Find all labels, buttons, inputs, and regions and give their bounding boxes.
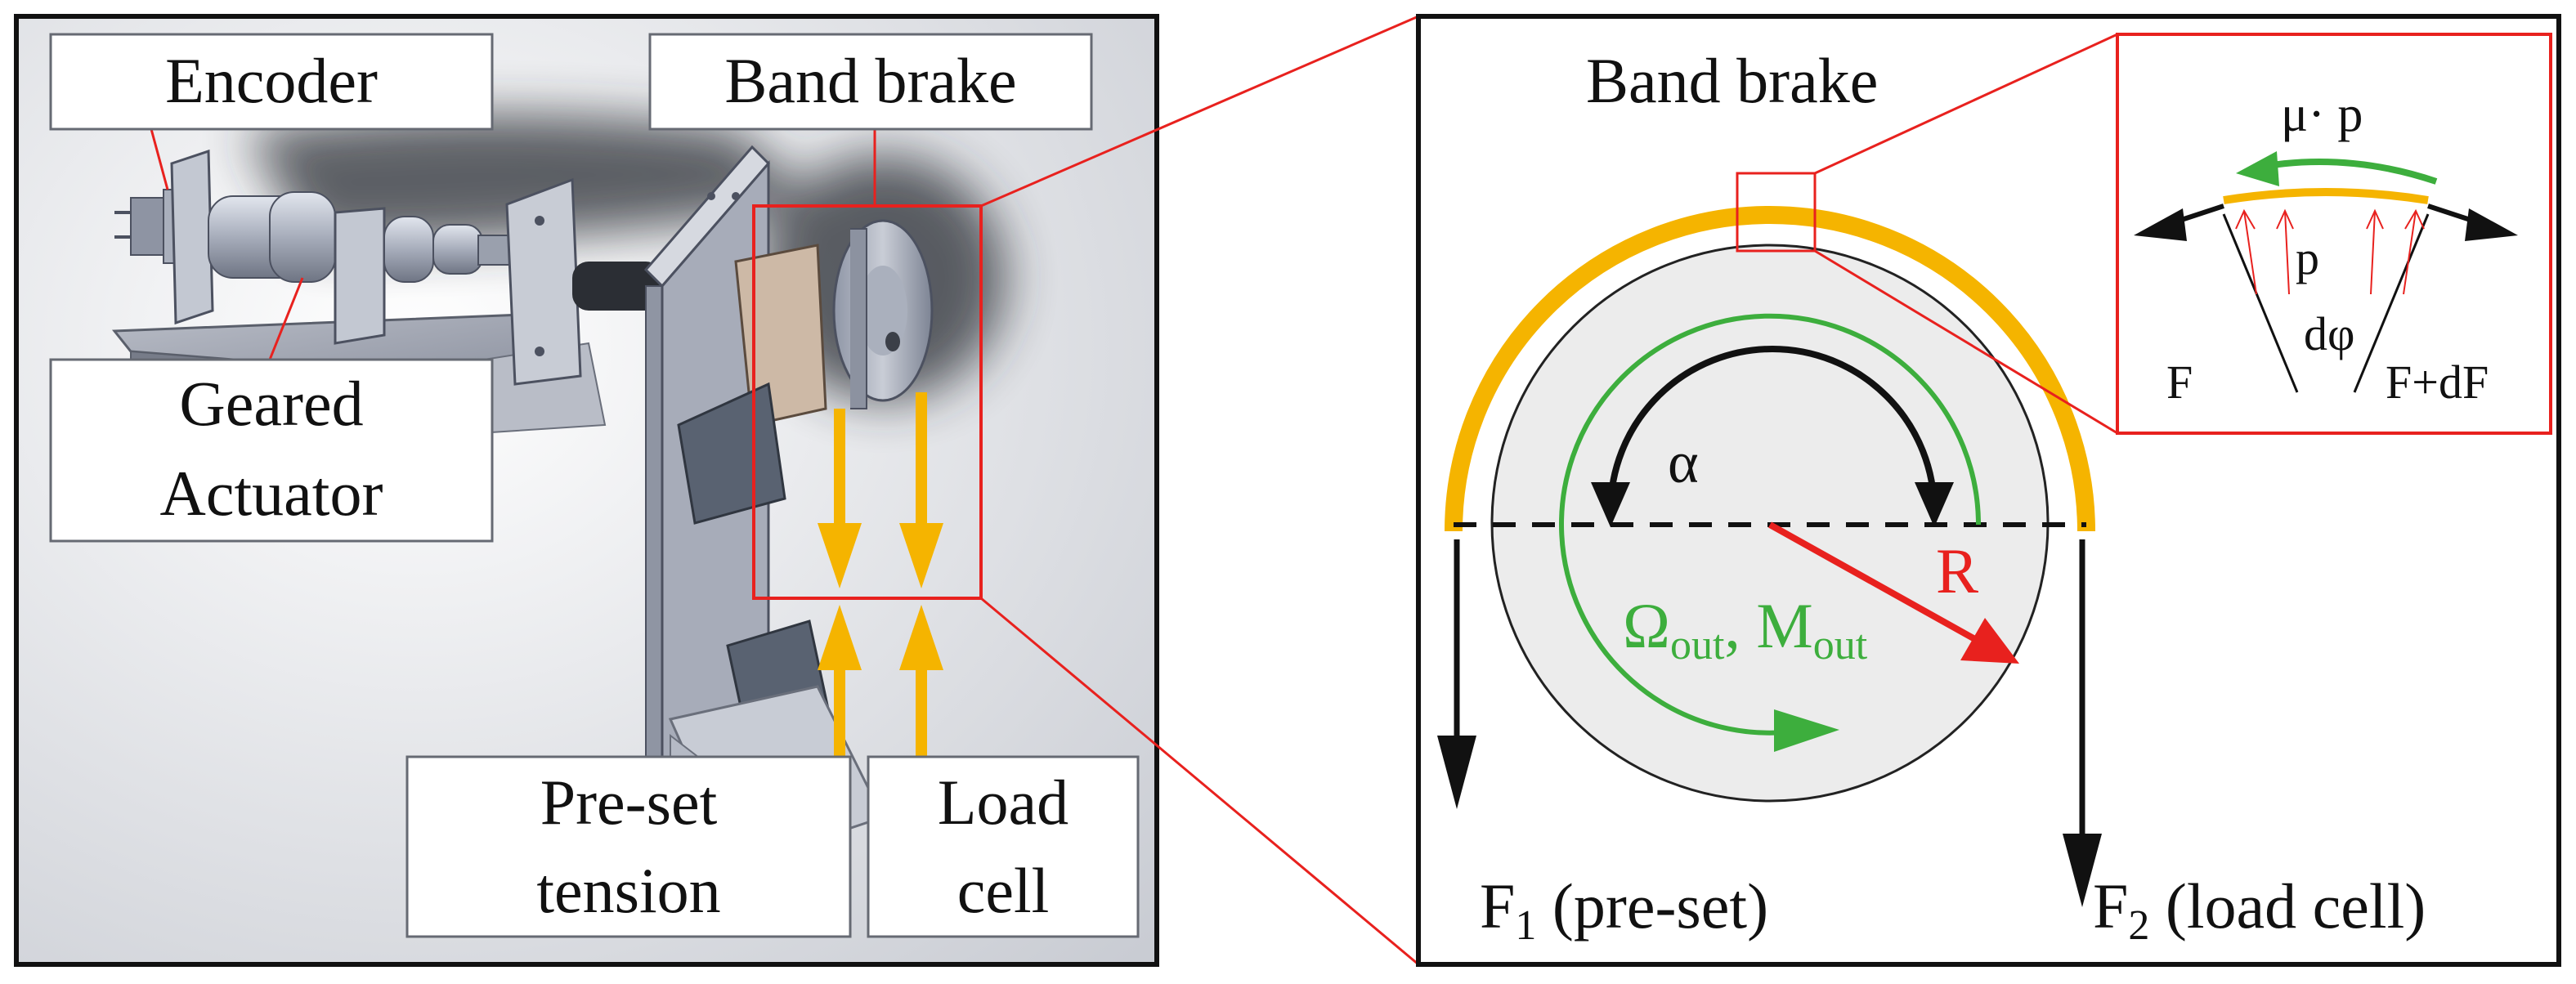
f-plus-df-label: F+dF [2386,356,2489,409]
brake-band [1445,206,2095,532]
radius-arrow [1768,521,1988,649]
f1-force-arrow-head [1437,736,1476,809]
dphi-label: dφ [2304,307,2354,360]
f2-subscript: 2 [2128,902,2149,949]
tension-left-head [2134,208,2187,241]
brake-highlight-box [752,204,983,600]
element-radial-right [2353,213,2430,393]
f1-label: F1 (pre-set) [1480,870,1768,949]
radius-arrow-head [1960,618,2019,664]
moment-symbol: M [1756,590,1812,661]
tension-right-head [2465,208,2518,241]
f2-force-arrow-head [2063,834,2102,907]
geared-actuator-label-box [49,358,494,543]
zoom-line-bottom [980,597,1419,966]
cell-label-line2: cell [957,855,1050,926]
preset-label-line1: Pre-set [540,767,718,838]
f-label: F [2166,356,2193,409]
f1-symbol: F [1480,870,1515,942]
f2-symbol: F [2093,870,2128,942]
f2-space [2149,870,2166,942]
band-brake-label-box [648,33,1093,131]
inset-leader-top [1814,33,2118,175]
encoder-label: Encoder [165,45,378,116]
friction-arrow [2256,159,2438,185]
zoom-line-top [980,15,1419,208]
schematic-title: Band brake [1586,45,1878,116]
output-speed-torque-label: Ωout, Mout [1623,590,1868,669]
actuator-leader [268,277,304,360]
band-element-inset: μ· p p dφ F F+dF [2116,33,2552,435]
wrap-angle-arc [1607,346,1938,512]
element-radial-left [2222,213,2299,393]
f1-note: (pre-set) [1552,870,1768,942]
f2-note: (load cell) [2166,870,2426,942]
left-panel: Encoder Band brake Geared Actuator Pre-s… [14,14,1159,967]
f1-subscript: 1 [1515,902,1536,949]
load-cell-label-box [867,755,1140,938]
load-label-line1: Load [938,767,1068,838]
omega-symbol: Ω [1623,590,1670,661]
encoder-label-box [49,33,494,131]
p-label: p [2296,231,2319,284]
wrap-angle-arrow-left [1591,482,1630,527]
label-comma: , [1724,590,1740,661]
f2-label: F2 (load cell) [2093,870,2426,949]
band-element-highlight [1736,172,1817,253]
band-element [2223,188,2429,204]
band-brake-part [734,219,934,427]
tension-label-line2: tension [536,855,720,926]
encoder-leader [150,128,169,190]
pressure-arrows [2235,208,2425,295]
radius-label: R [1936,535,1978,606]
geared-label-line1: Geared [179,368,363,439]
label-space [1740,590,1757,661]
alpha-label: α [1668,430,1699,495]
right-panel: Band brake α R Ωout, Mout F1 (pre-set) F… [1416,14,2561,967]
inset-leader-bottom [1814,249,2118,435]
wrap-angle-arrow-right [1915,482,1954,527]
rotation-arrow-head [1774,709,1839,752]
moment-subscript: out [1813,622,1868,669]
geared-actuator-part [170,149,662,386]
preset-tension-label-box [405,755,852,938]
f1-space [1536,870,1552,942]
rotation-arrow [1559,313,1981,736]
omega-subscript: out [1670,622,1725,669]
band-brake-label: Band brake [724,45,1016,116]
mu-p-label: μ· p [2281,87,2363,142]
actuator-label-line2: Actuator [160,458,383,529]
friction-arrow-head [2236,151,2279,186]
